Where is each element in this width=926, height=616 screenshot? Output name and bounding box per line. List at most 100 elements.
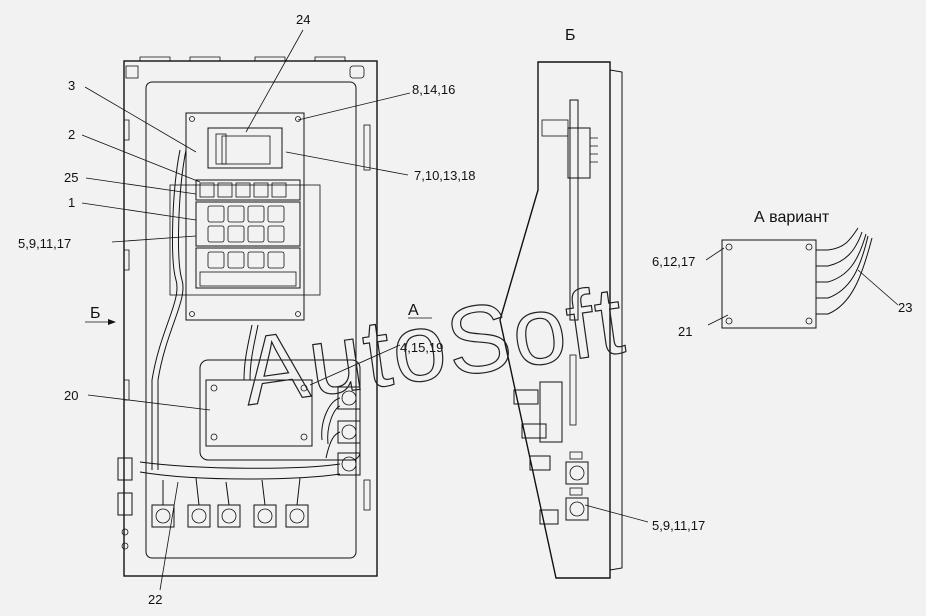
callout-5-9-11-17-left: 5,9,11,17 [18, 236, 71, 251]
cell [253, 182, 269, 198]
connector-pin [341, 424, 357, 440]
bolt [210, 384, 218, 392]
bolt [725, 317, 733, 325]
callout-7-10-13-18: 7,10,13,18 [414, 168, 475, 183]
terminal-row [195, 179, 301, 201]
connector-pin [341, 456, 357, 472]
component-24-inner [221, 135, 271, 165]
leader-lines [81, 29, 899, 591]
side-door [609, 69, 623, 571]
relay-grid [195, 179, 301, 289]
corner-tl [125, 65, 139, 79]
arrow-b-label: Б [90, 305, 101, 322]
component-24-connector [215, 133, 227, 165]
callout-22: 22 [148, 592, 162, 607]
variant-block [721, 239, 817, 329]
bolt [300, 433, 308, 441]
relay [207, 205, 225, 223]
side-rail [569, 99, 579, 321]
side-view [499, 61, 623, 579]
side-outline [499, 61, 611, 579]
callout-4-15-19: 4,15,19 [400, 340, 443, 355]
cable-harness [139, 149, 341, 506]
side-bolt [121, 542, 129, 550]
component-20-body [205, 379, 313, 447]
bolt [805, 243, 813, 251]
variant-terminals [816, 249, 828, 315]
side-plug-1 [117, 457, 133, 481]
connector-right-1 [337, 386, 361, 410]
cell [217, 182, 233, 198]
relay [267, 225, 285, 243]
callout-1: 1 [68, 195, 75, 210]
side-latch [569, 354, 577, 426]
component-24-body [207, 127, 283, 169]
bolt [295, 116, 301, 122]
relay-block-2 [195, 247, 301, 289]
relay [247, 251, 265, 269]
variant-a-view [721, 227, 873, 329]
bolt [295, 311, 301, 317]
connector-right-3 [337, 452, 361, 476]
connector-pin [221, 508, 237, 524]
relay-block-1 [195, 201, 301, 247]
callout-8-14-16: 8,14,16 [412, 82, 455, 97]
top-tabs [139, 56, 346, 61]
corner-tr [349, 65, 365, 79]
terminal-strip [199, 271, 297, 287]
mounting-plate-upper [185, 112, 305, 321]
cabinet-outline [123, 60, 378, 577]
relay [227, 225, 245, 243]
relay [267, 251, 285, 269]
connector-pin [569, 501, 585, 517]
side-plug-2 [117, 492, 133, 516]
callout-5-9-11-17-right: 5,9,11,17 [652, 518, 705, 533]
connector-bottom [217, 504, 241, 528]
callout-3: 3 [68, 78, 75, 93]
variant-a-label: А вариант [754, 209, 830, 226]
side-view-label: Б [565, 27, 576, 44]
relay [247, 225, 265, 243]
bottom-connectors [151, 504, 309, 528]
right-latch-lower [363, 479, 371, 511]
callout-25: 25 [64, 170, 78, 185]
bolt [189, 311, 195, 317]
connector-pin [257, 508, 273, 524]
bolt [725, 243, 733, 251]
connector-bottom [253, 504, 277, 528]
relay [267, 205, 285, 223]
callout-6-12-17: 6,12,17 [652, 254, 695, 269]
cell [235, 182, 251, 198]
side-component-pins [590, 137, 598, 163]
connector-pin [569, 465, 585, 481]
relay [207, 251, 225, 269]
connector-tag [569, 487, 583, 496]
side-component [567, 127, 591, 179]
callout-24: 24 [296, 12, 310, 27]
side-connector-b [565, 497, 589, 521]
din-rail-zone [169, 184, 321, 296]
left-hinges [124, 119, 130, 401]
arrow-b-head [108, 319, 116, 325]
relay [207, 225, 225, 243]
component-20-zone [199, 359, 361, 461]
right-latch [363, 124, 371, 171]
connector-pin [289, 508, 305, 524]
side-mount [539, 381, 563, 443]
bolt [805, 317, 813, 325]
callout-23: 23 [898, 300, 912, 315]
variant-wires [827, 227, 873, 315]
relay [227, 251, 245, 269]
relay [247, 205, 265, 223]
cell [271, 182, 287, 198]
connector-bottom [285, 504, 309, 528]
side-bolt [121, 528, 129, 536]
connector-right-2 [337, 420, 361, 444]
connector-pin [191, 508, 207, 524]
watermark: AutoSoft [236, 266, 631, 425]
side-connectors [513, 389, 559, 525]
arrow-a-label: А [408, 302, 419, 319]
connector-pin [341, 390, 357, 406]
callout-20: 20 [64, 388, 78, 403]
